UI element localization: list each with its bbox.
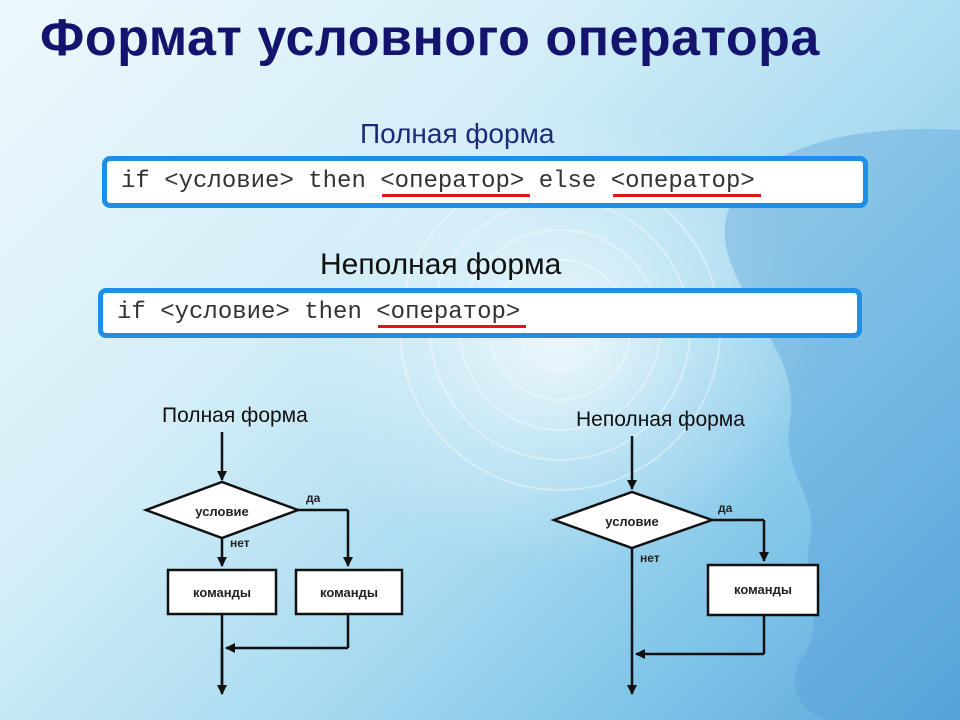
code-else: else [538, 168, 597, 195]
yes-label: да [718, 501, 733, 515]
flowchart-partial-title: Неполная форма [576, 408, 745, 431]
commands-label: команды [193, 585, 251, 600]
partial-form-code-box: if <условие> then <оператор> [98, 288, 862, 338]
no-label: нет [640, 551, 660, 565]
code-condition: <условие> [164, 168, 294, 195]
code-then: then [304, 299, 362, 326]
condition-label: условие [195, 504, 248, 519]
no-label: нет [230, 536, 250, 550]
code-if: if [121, 168, 150, 195]
flowchart-partial [550, 436, 820, 695]
full-form-label: Полная форма [360, 118, 555, 149]
commands-label: команды [320, 585, 378, 600]
code-operator-underlined: <оператор> [380, 168, 525, 195]
commands-box [166, 568, 278, 616]
full-form-code-box: if <условие> then <оператор> else <опера… [102, 156, 868, 208]
condition-label: условие [605, 514, 658, 529]
flowchart-full-title: Полная форма [162, 404, 308, 427]
partial-form-label: Неполная форма [320, 248, 562, 281]
code-operator-underlined: <оператор> [610, 168, 755, 195]
flowchart-full [142, 432, 404, 695]
page-title: Формат условного оператора [40, 9, 820, 67]
code-operator-underlined: <оператор> [376, 299, 521, 326]
commands-box [294, 568, 404, 616]
commands-label: команды [734, 582, 792, 597]
code-if: if [117, 299, 146, 326]
yes-label: да [306, 491, 321, 505]
code-condition: <условие> [160, 299, 290, 326]
code-then: then [308, 168, 366, 195]
